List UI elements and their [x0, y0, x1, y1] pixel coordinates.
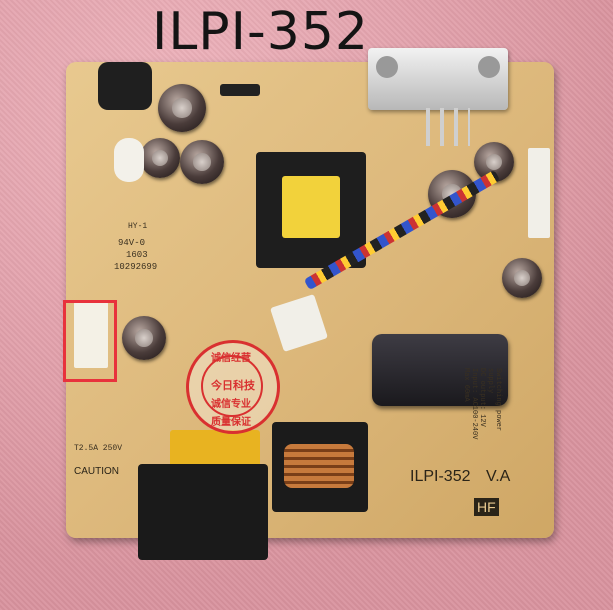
spec-line: Switching power supply [486, 368, 502, 432]
black-component [98, 62, 152, 110]
caution-label: CAUTION [74, 466, 119, 477]
board-model-label: ILPI-352 [410, 468, 471, 485]
large-capacitor [372, 334, 508, 406]
capacitor [502, 258, 542, 298]
seal-text-lower: 诚信专业 [211, 399, 251, 410]
capacitor [180, 140, 224, 184]
diode [220, 84, 260, 96]
spec-text-block: Switching power supply DC output: 12V In… [392, 368, 502, 448]
capacitor [140, 138, 180, 178]
white-component [114, 138, 144, 182]
input-connector [74, 302, 108, 368]
spec-line: Max 60mA [462, 368, 470, 402]
white-connector [270, 294, 328, 352]
board-hy-label: HY-1 [128, 222, 148, 231]
power-supply-board: ILPI-352 V.A HF CAUTION T2.5A 250V 94V-0… [66, 48, 554, 560]
power-socket [138, 464, 268, 560]
board-date-label: 1603 [126, 250, 148, 260]
spec-line: DC output: 12V [478, 368, 486, 427]
transformer [256, 152, 366, 268]
seal-text-middle: 今日科技 [211, 379, 255, 392]
photo-title: ILPI-352 [152, 2, 370, 62]
hf-badge: HF [474, 498, 499, 516]
board-version-label: V.A [486, 468, 511, 485]
capacitor [158, 84, 206, 132]
fuse-label: T2.5A 250V [74, 444, 123, 453]
heatsink [368, 48, 508, 110]
board-serial-label: 10292699 [114, 262, 158, 272]
capacitor [122, 316, 166, 360]
side-connector [528, 148, 550, 238]
filter-choke [272, 422, 368, 512]
spec-line: Input: AC100-240V [470, 368, 478, 440]
highlight-box [63, 300, 117, 382]
yellow-capacitor [170, 430, 260, 470]
seller-seal: 诚信经营 今日科技 诚信专业 质量保证 [186, 340, 280, 434]
board-code-label: 94V-0 [118, 238, 146, 248]
seal-text-bottom: 质量保证 [211, 417, 251, 428]
seal-text-top: 诚信经营 [211, 353, 251, 364]
heatsink-legs [426, 108, 470, 146]
